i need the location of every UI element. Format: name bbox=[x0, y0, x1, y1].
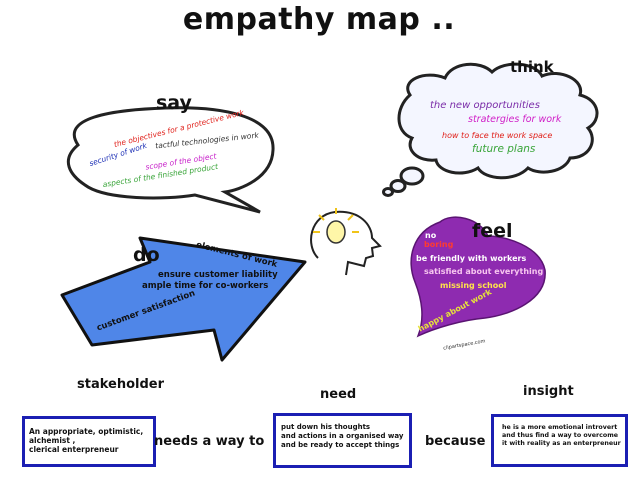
say-speech-bubble bbox=[66, 106, 275, 214]
feel-label: feel bbox=[472, 220, 513, 242]
stakeholder-text-line: alchemist , bbox=[29, 436, 76, 445]
feel-item: missing school bbox=[440, 281, 507, 290]
feel-heart bbox=[410, 216, 546, 338]
head-lightbulb-icon bbox=[310, 208, 382, 276]
do-arrow bbox=[50, 236, 307, 362]
stakeholder-box: An appropriate, optimistic, alchemist , … bbox=[22, 416, 156, 467]
think-item: stratergies for work bbox=[468, 114, 562, 125]
think-cloud bbox=[397, 62, 599, 180]
feel-item: boring bbox=[424, 240, 454, 249]
do-item: ensure customer liability bbox=[158, 270, 278, 280]
think-item: how to face the work space bbox=[442, 131, 553, 140]
stakeholder-text-line: clerical enterpreneur bbox=[29, 445, 119, 454]
stakeholder-text-line: An appropriate, optimistic, bbox=[29, 427, 144, 436]
feel-item: be friendly with workers bbox=[416, 254, 527, 263]
need-text-line: and be ready to accept things bbox=[281, 441, 400, 449]
think-item: future plans bbox=[472, 143, 536, 155]
connector-needs-a-way-to: needs a way to bbox=[154, 434, 265, 449]
say-label: say bbox=[156, 92, 192, 114]
feel-item: no bbox=[425, 231, 437, 240]
page-title: empathy map .. bbox=[182, 2, 456, 37]
do-label: do bbox=[133, 244, 160, 266]
connector-because: because bbox=[425, 434, 486, 449]
think-item: the new opportunities bbox=[430, 100, 540, 111]
insight-heading: insight bbox=[523, 384, 574, 399]
insight-text-line: he is a more emotional introvert bbox=[502, 424, 618, 431]
think-bubbles bbox=[382, 166, 425, 197]
do-item: ample time for co-workers bbox=[142, 281, 269, 291]
need-text-line: and actions in a organised way bbox=[281, 432, 404, 440]
insight-text-line: it with reality as an enterpreneur bbox=[502, 440, 621, 447]
insight-text-line: and thus find a way to overcome bbox=[502, 432, 619, 439]
need-box: put down his thoughts and actions in a o… bbox=[273, 413, 412, 468]
insight-box: he is a more emotional introvert and thu… bbox=[491, 414, 628, 467]
think-label: think bbox=[510, 58, 554, 76]
stakeholder-heading: stakeholder bbox=[77, 377, 165, 392]
need-heading: need bbox=[320, 387, 357, 402]
need-text-line: put down his thoughts bbox=[281, 423, 371, 431]
feel-item: satisfied about everything bbox=[424, 267, 544, 276]
